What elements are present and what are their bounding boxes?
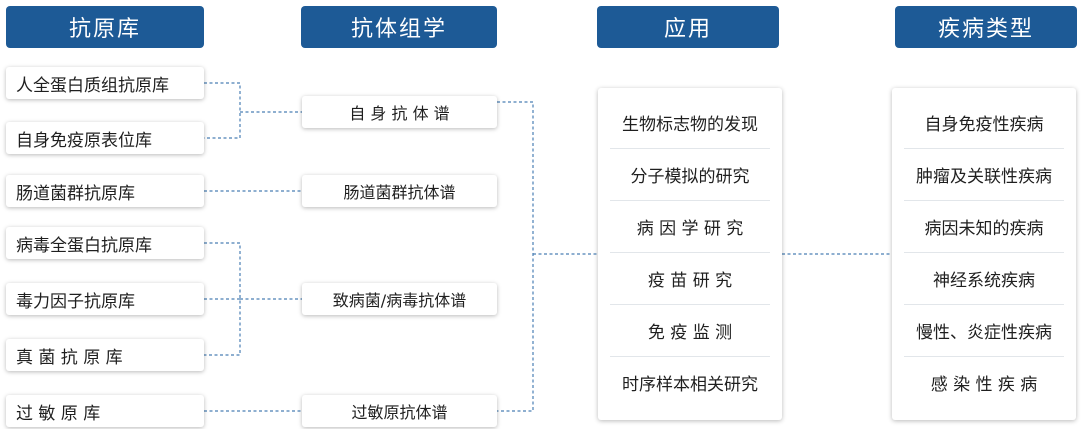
connector-antibody-bracket bbox=[497, 101, 534, 412]
antigen-item-autoimmune-epitope: 自身免疫原表位库 bbox=[6, 122, 204, 154]
antigen-item-virus-proteome: 病毒全蛋白抗原库 bbox=[6, 227, 204, 259]
antibody-profile-gut-microbiota: 肠道菌群抗体谱 bbox=[302, 175, 497, 207]
antibody-profile-allergen: 过敏原抗体谱 bbox=[302, 395, 497, 427]
disease-item-tumor: 肿瘤及关联性疾病 bbox=[904, 148, 1064, 201]
disease-panel: 自身免疫性疾病 肿瘤及关联性疾病 病因未知的疾病 神经系统疾病 慢性、炎症性疾病… bbox=[892, 88, 1076, 420]
application-item-etiology: 病 因 学 研 究 bbox=[610, 200, 770, 253]
disease-item-unknown-cause: 病因未知的疾病 bbox=[904, 200, 1064, 253]
header-antigen-library: 抗原库 bbox=[6, 6, 204, 48]
application-item-immune-monitoring: 免 疫 监 测 bbox=[610, 304, 770, 357]
application-item-biomarker: 生物标志物的发现 bbox=[610, 96, 770, 149]
connector-antigen-virus bbox=[204, 242, 241, 356]
antigen-item-virulence-factor: 毒力因子抗原库 bbox=[6, 283, 204, 315]
antibody-profile-pathogen-virus: 致病菌/病毒抗体谱 bbox=[302, 283, 497, 315]
disease-item-infectious: 感 染 性 疾 病 bbox=[930, 374, 1038, 395]
antigen-item-fungal: 真 菌 抗 原 库 bbox=[6, 339, 204, 371]
antigen-item-allergen: 过 敏 原 库 bbox=[6, 395, 204, 427]
application-panel: 生物标志物的发现 分子模拟的研究 病 因 学 研 究 疫 苗 研 究 免 疫 监… bbox=[598, 88, 782, 420]
disease-item-neurological: 神经系统疾病 bbox=[904, 252, 1064, 305]
antigen-item-gut-microbiota: 肠道菌群抗原库 bbox=[6, 175, 204, 207]
header-antibody-omics: 抗体组学 bbox=[301, 6, 497, 48]
antibody-profile-autoantibody: 自 身 抗 体 谱 bbox=[302, 96, 497, 128]
disease-item-autoimmune: 自身免疫性疾病 bbox=[904, 96, 1064, 149]
header-disease-type: 疾病类型 bbox=[895, 6, 1077, 48]
antigen-item-human-proteome: 人全蛋白质组抗原库 bbox=[6, 67, 204, 99]
application-item-vaccine: 疫 苗 研 究 bbox=[610, 252, 770, 305]
connector-antigen1 bbox=[204, 82, 241, 139]
application-item-time-series: 时序样本相关研究 bbox=[622, 374, 758, 395]
disease-item-chronic-inflammatory: 慢性、炎症性疾病 bbox=[904, 304, 1064, 357]
application-item-molecular-mimicry: 分子模拟的研究 bbox=[610, 148, 770, 201]
header-application: 应用 bbox=[597, 6, 779, 48]
